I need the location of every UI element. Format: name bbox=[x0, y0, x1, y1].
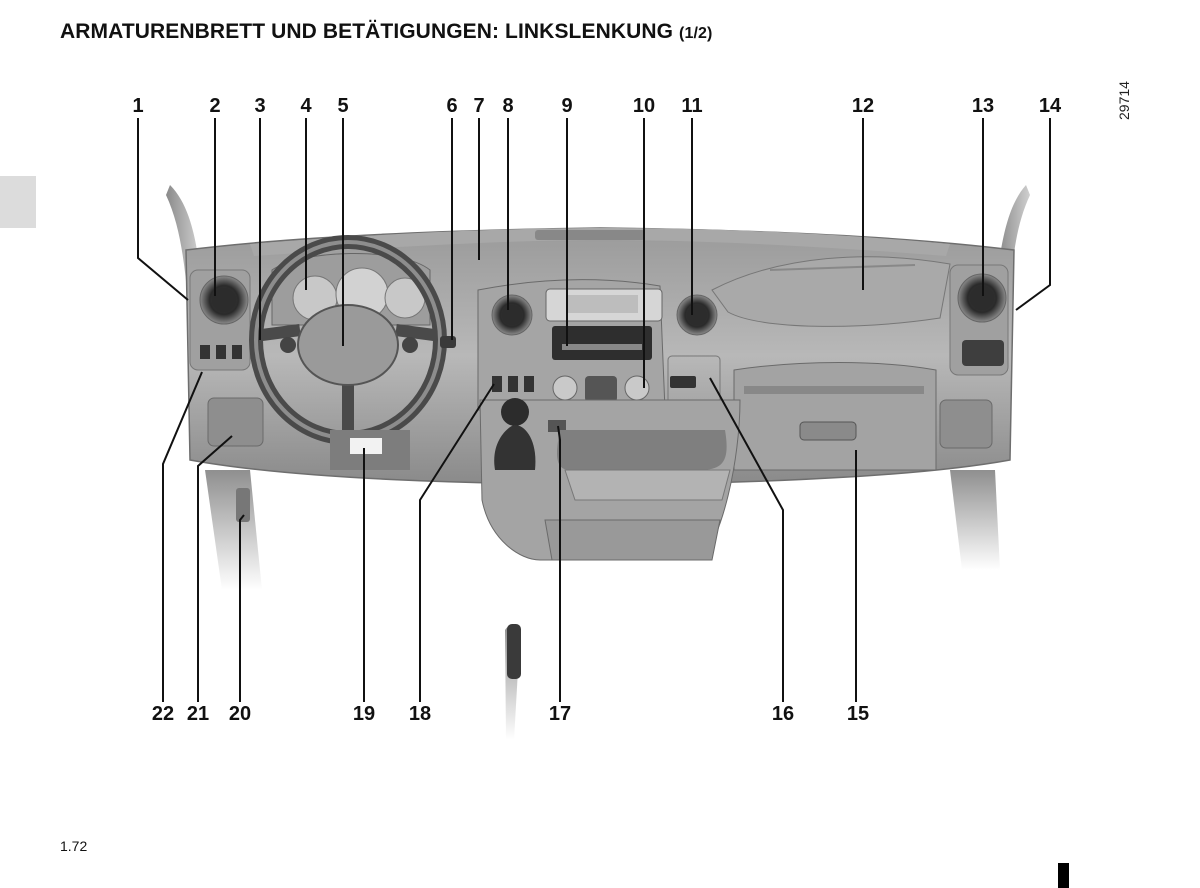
callout-13: 13 bbox=[971, 95, 995, 117]
callout-4: 4 bbox=[300, 95, 312, 117]
page-title-text: ARMATURENBRETT UND BETÄTIGUNGEN: LINKSLE… bbox=[60, 20, 674, 43]
callout-18: 18 bbox=[408, 703, 432, 725]
callout-2: 2 bbox=[209, 95, 221, 117]
callout-10: 10 bbox=[632, 95, 656, 117]
callout-5: 5 bbox=[337, 95, 349, 117]
callout-15: 15 bbox=[846, 703, 870, 725]
callout-12: 12 bbox=[851, 95, 875, 117]
page-title-suffix: (1/2) bbox=[679, 25, 713, 42]
callout-11: 11 bbox=[681, 95, 703, 117]
page-title: ARMATURENBRETT UND BETÄTIGUNGEN: LINKSLE… bbox=[60, 20, 712, 44]
callout-7: 7 bbox=[473, 95, 485, 117]
leader-lines-bottom bbox=[162, 371, 857, 702]
callout-6: 6 bbox=[446, 95, 458, 117]
callout-21: 21 bbox=[186, 703, 210, 725]
callout-20: 20 bbox=[228, 703, 252, 725]
callout-16: 16 bbox=[771, 703, 795, 725]
leader-lines-top bbox=[137, 118, 1051, 388]
chapter-tab bbox=[0, 176, 36, 228]
callout-19: 19 bbox=[352, 703, 376, 725]
callout-8: 8 bbox=[502, 95, 514, 117]
callout-9: 9 bbox=[561, 95, 573, 117]
callout-22: 22 bbox=[151, 703, 175, 725]
callout-17: 17 bbox=[548, 703, 572, 725]
callout-3: 3 bbox=[254, 95, 266, 117]
callout-14: 14 bbox=[1038, 95, 1062, 117]
page-edge-marker bbox=[1058, 863, 1069, 888]
callout-1: 1 bbox=[132, 95, 144, 117]
page-number: 1.72 bbox=[60, 838, 88, 854]
